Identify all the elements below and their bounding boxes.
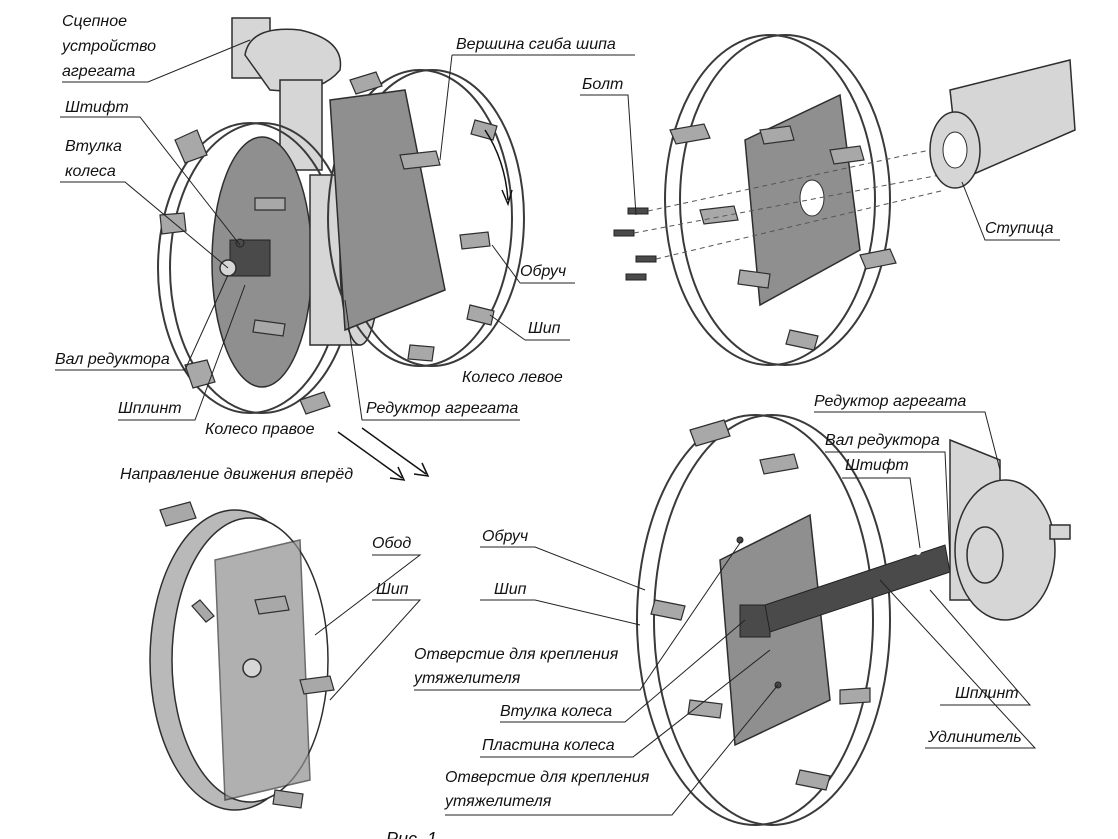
label-coupling-line1: Сцепное: [62, 13, 127, 30]
label-cotter-right: Шплинт: [955, 685, 1019, 702]
label-wheel-plate: Пластина колеса: [482, 737, 615, 754]
bottom-left-rim: [149, 501, 335, 811]
label-pin-top: Штифт: [65, 99, 129, 116]
label-wheel-left: Колесо левое: [462, 369, 563, 386]
label-spike-top: Шип: [528, 320, 561, 337]
label-gearbox-left: Редуктор агрегата: [366, 400, 518, 417]
label-gearbox-right: Редуктор агрегата: [814, 393, 966, 410]
top-left-assembly: [157, 17, 525, 415]
leader-lines: [55, 39, 1060, 816]
bolts-drawing: [613, 149, 946, 281]
label-wheel-right: Колесо правое: [205, 421, 315, 438]
label-coupling-line3: агрегата: [62, 63, 135, 80]
labels: Сцепное устройство агрегата Штифт Втулка…: [55, 13, 1054, 839]
label-extension: Удлинитель: [927, 729, 1022, 746]
label-hub-line2: колеса: [65, 163, 116, 180]
rotation-arrow: [484, 129, 509, 201]
label-gear-shaft-left: Вал редуктора: [55, 351, 170, 368]
label-hoop-bottom: Обруч: [482, 528, 528, 545]
coupling-device: [231, 17, 342, 171]
label-coupling-line2: устройство: [61, 38, 156, 55]
label-weight-hole-1-line2: утяжелителя: [413, 670, 521, 687]
label-weight-hole-1-line1: Отверстие для крепления: [414, 646, 619, 663]
label-bolt: Болт: [582, 76, 623, 93]
label-pin-right: Штифт: [845, 457, 909, 474]
direction-arrows: [337, 427, 430, 481]
label-weight-hole-2-line2: утяжелителя: [444, 793, 552, 810]
label-cotter-left: Шплинт: [118, 400, 182, 417]
label-spike-bottom-left: Шип: [376, 581, 409, 598]
bottom-right-assembly: [636, 414, 1071, 826]
label-gear-shaft-right: Вал редуктора: [825, 432, 940, 449]
label-hub-flange: Ступица: [985, 220, 1054, 237]
label-rim: Обод: [372, 535, 411, 552]
wheel-right-drawing: [157, 122, 355, 415]
label-hoop-top: Обруч: [520, 263, 566, 280]
label-figure-caption: Рис. 1: [386, 829, 437, 839]
label-direction: Направление движения вперёд: [120, 466, 353, 483]
label-weight-hole-2-line1: Отверстие для крепления: [445, 769, 650, 786]
hub-flange-drawing: [929, 59, 1076, 189]
label-wheel-hub-bottom: Втулка колеса: [500, 703, 612, 720]
gearbox-right-drawing: [949, 438, 1071, 621]
wheel-left-drawing: [327, 69, 525, 367]
label-spike-bend-top: Вершина сгиба шипа: [456, 36, 616, 53]
label-spike-bottom: Шип: [494, 581, 527, 598]
top-right-exploded-wheel: [613, 34, 1076, 366]
label-hub-line1: Втулка: [65, 138, 122, 155]
